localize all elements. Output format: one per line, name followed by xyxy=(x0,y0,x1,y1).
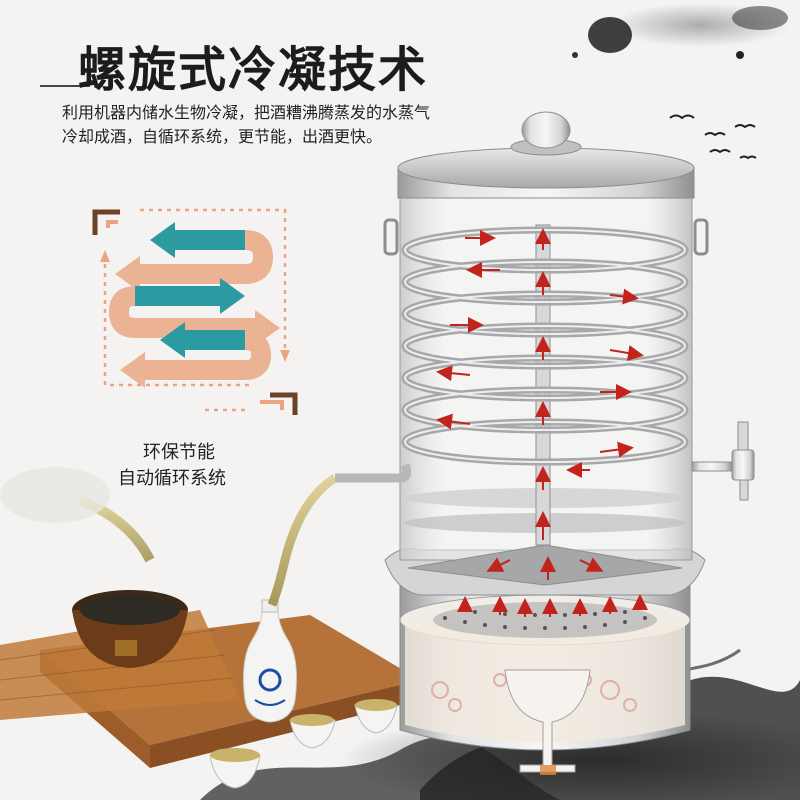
steam-holes xyxy=(443,610,647,630)
pouring-jug xyxy=(0,467,155,563)
feature-label-eco: 环保节能 xyxy=(143,442,215,463)
tea-cups xyxy=(209,699,398,789)
distiller xyxy=(335,111,755,775)
flow-arrows xyxy=(436,228,648,617)
description-line-2: 冷却成酒，自循环系统，更节能，出酒更快。 xyxy=(62,127,383,146)
description: 利用机器内储水生物冷凝，把酒糟沸腾蒸发的水蒸气 冷却成酒，自循环系统，更节能，出… xyxy=(62,101,430,149)
ink-splash-top-right xyxy=(572,3,790,59)
description-line-1: 利用机器内储水生物冷凝，把酒糟沸腾蒸发的水蒸气 xyxy=(62,103,431,122)
feature-label-cycle: 自动循环系统 xyxy=(118,468,226,489)
title-underline xyxy=(40,85,90,87)
wine-bowl xyxy=(72,590,188,668)
birds-decoration xyxy=(669,114,757,160)
cycle-diagram xyxy=(92,208,298,415)
wine-stream xyxy=(267,474,338,607)
tap xyxy=(691,421,755,501)
feature-labels: 环保节能 自动循环系统 xyxy=(118,440,226,492)
page-title: 螺旋式冷凝技术 xyxy=(78,42,429,98)
